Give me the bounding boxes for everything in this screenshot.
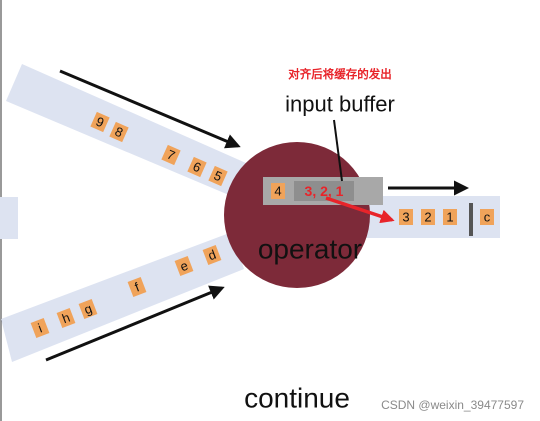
- operator-label: operator: [258, 234, 362, 265]
- input-buffer-label: input buffer: [285, 92, 395, 117]
- upper-token: 5: [208, 165, 228, 187]
- watermark: CSDN @weixin_39477597: [381, 398, 524, 412]
- buffer-pointer-line: [333, 119, 343, 182]
- buffer-aligned-highlight: [294, 181, 354, 201]
- lower-token: d: [202, 245, 222, 265]
- lower-token-label: i: [36, 320, 44, 335]
- lower-token: g: [78, 299, 98, 319]
- lower-token-label: f: [133, 279, 142, 294]
- barrier-marker: [469, 203, 473, 236]
- output-token-label: 2: [424, 210, 431, 225]
- upper-token: 9: [90, 111, 110, 133]
- annotation-text: 对齐后将缓存的发出: [288, 67, 392, 81]
- buffer-pending-label: 4: [274, 184, 281, 199]
- operator-circle: [224, 142, 370, 288]
- upper-token: 6: [187, 156, 207, 178]
- upper-stream-tokens: 9 8 7 6 5: [90, 111, 228, 187]
- upper-flow-arrow: [59, 69, 241, 149]
- lower-stream-tokens: i h g f e d: [30, 245, 222, 338]
- lower-token: e: [174, 256, 194, 276]
- buffer-token-pending: [271, 183, 285, 199]
- emit-arrow: [325, 196, 395, 224]
- lower-flow-arrow: [45, 285, 225, 362]
- buffer-aligned-label: 3, 2, 1: [305, 183, 344, 199]
- continue-label: continue: [244, 383, 350, 414]
- output-token: [399, 209, 413, 225]
- upper-token: 8: [109, 121, 129, 143]
- upper-token: 7: [161, 144, 181, 166]
- lower-token: i: [30, 318, 50, 338]
- output-token-label: 1: [446, 210, 453, 225]
- output-token-next-label: c: [484, 210, 491, 225]
- output-token-next: [480, 209, 494, 225]
- output-token: [443, 209, 457, 225]
- output-token: [421, 209, 435, 225]
- lower-token: f: [127, 277, 147, 297]
- lower-token: h: [56, 308, 76, 328]
- output-stream-tokens: 3 2 1: [399, 209, 457, 225]
- output-token-label: 3: [402, 210, 409, 225]
- left-stream-stub: [0, 197, 18, 239]
